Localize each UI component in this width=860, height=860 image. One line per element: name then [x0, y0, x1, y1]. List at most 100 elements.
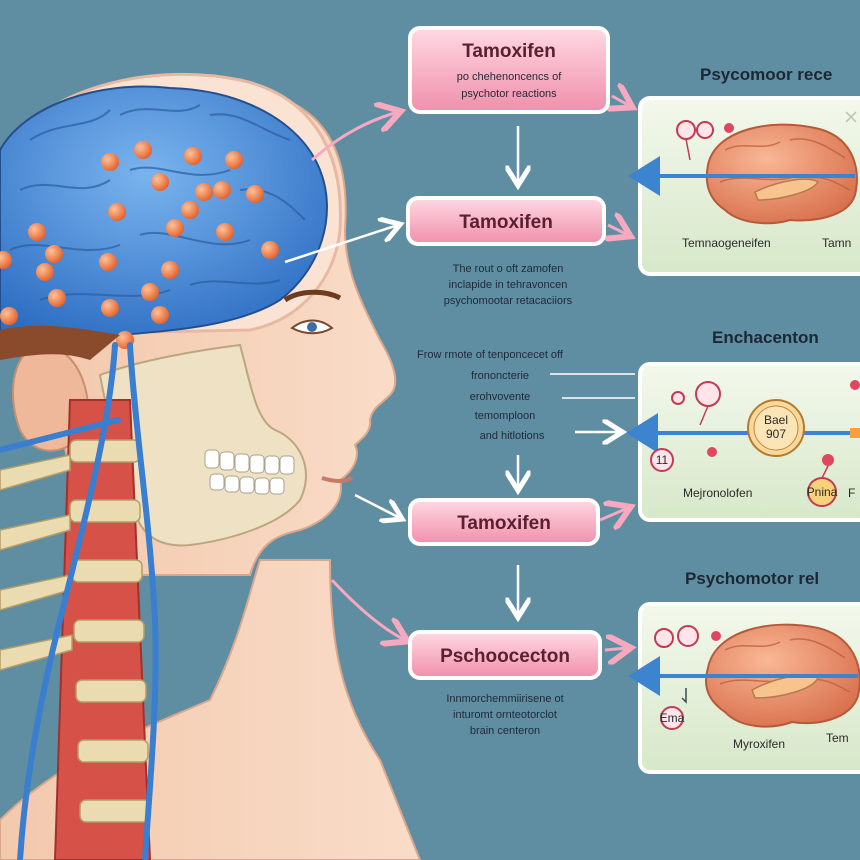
panel-3-lobe [751, 674, 819, 699]
flow-box-2-title: Tamoxifen [459, 212, 553, 233]
panel-3-right-label: Tem [826, 731, 849, 745]
receptor-dot [151, 173, 169, 191]
mouth [321, 476, 353, 483]
receptor-dot [45, 245, 63, 263]
connectors [284, 96, 635, 650]
brain-folds [9, 104, 306, 301]
head-illustration [0, 72, 422, 860]
receptor-dot [225, 151, 243, 169]
panel-1-right-label: Tamn [822, 236, 851, 250]
pupil [307, 322, 317, 332]
flow-box-3: Tamoxifen [408, 498, 600, 546]
flow-box-2-caption-line3: psychomootar retacaciiors [444, 295, 573, 307]
mid-caption-line5: and hitlotions [480, 430, 545, 442]
receptor-dot [134, 141, 152, 159]
receptor-dot [161, 261, 179, 279]
receptor-dot [246, 185, 264, 203]
receptor-dot [261, 241, 279, 259]
arrow-to-box3 [354, 493, 400, 518]
receptor-dot [36, 263, 54, 281]
receptor-dot [0, 251, 12, 269]
panel-2-node-label: 11 [656, 453, 669, 467]
panel-1-left-label: Temnaogeneifen [682, 236, 771, 250]
mid-caption-line4: temomploon [475, 410, 536, 422]
flow-box-1-subtitle-line1: po chehenoncencs of [457, 71, 563, 83]
receptor-dot [166, 219, 184, 237]
receptor-dots [0, 141, 279, 349]
flow-box-4-caption: Innmorchemmiirisene ot inturomt ornteoto… [446, 693, 563, 737]
panel-2-pill-label: Pnina [807, 485, 838, 499]
close-icon [845, 111, 857, 123]
receptor-dot [0, 307, 18, 325]
panel-3-node-label: Ema [660, 711, 685, 725]
receptor-dot [184, 147, 202, 165]
panel-2-node [707, 447, 717, 457]
panel-2-center-label-line2: 907 [766, 427, 786, 441]
receptor-dot [101, 299, 119, 317]
receptor-dot [108, 203, 126, 221]
flow-box-4-caption-line2: inturomt ornteotorclot [453, 709, 557, 721]
receptor-dot [141, 283, 159, 301]
arrow-box4-panel3 [604, 648, 628, 650]
arrow-box3-panel2 [599, 508, 628, 520]
spine [0, 399, 152, 860]
flow-box-1-subtitle-line2: psychotor reactions [461, 88, 557, 100]
arrow-box1-panel1 [612, 96, 630, 106]
panel-2-center-label-line1: Bael [764, 413, 788, 427]
flow-box-1: Tamoxifen po chehenoncencs of psychotor … [408, 26, 610, 114]
flow-box-4-caption-line3: brain centeron [470, 725, 540, 737]
panel-3-node [677, 625, 699, 647]
flow-box-2-caption-line2: inclapide in tehravoncen [449, 279, 568, 291]
panel-1-heading: Psycomoor rece [700, 65, 832, 84]
receptor-dot [151, 306, 169, 324]
flow-box-2-caption-line1: The rout o oft zamofen [453, 263, 564, 275]
panel-3-heading: Psychomotor rel [685, 569, 819, 588]
flow-box-1-title: Tamoxifen [462, 41, 556, 62]
flow-box-2: Tamoxifen [406, 196, 606, 246]
receptor-dot [195, 183, 213, 201]
panel-2-node [850, 380, 860, 390]
arrow-to-box2 [284, 225, 398, 264]
panel-1-lobe [754, 178, 820, 201]
mid-caption: Frow rmote of tenponcecet off frononcter… [417, 349, 564, 442]
flow-box-4: Pschoocecton [408, 630, 602, 680]
flow-box-4-title: Pschoocecton [440, 646, 570, 667]
arrow-to-box4 [330, 578, 405, 640]
panel-3-node [711, 631, 721, 641]
receptor-dot [101, 153, 119, 171]
panel-2-left-label: Mejronolofen [683, 486, 752, 500]
panel-1-node [696, 121, 714, 139]
mid-caption-line3: erohvovente [470, 391, 531, 403]
receptor-dot [181, 201, 199, 219]
panel-1-node [676, 120, 696, 140]
flow-box-2-caption: The rout o oft zamofen inclapide in tehr… [444, 263, 573, 307]
panel-3-left-label: Myroxifen [733, 737, 785, 751]
panel-3-node [660, 706, 684, 730]
panel-2-right-label: F [848, 486, 855, 500]
receptor-dot [216, 223, 234, 241]
receptor-dot [99, 253, 117, 271]
hair [0, 325, 120, 360]
teeth [204, 449, 295, 495]
arrow-to-box1 [311, 112, 398, 162]
panel-1-node [724, 123, 734, 133]
flow-box-3-title: Tamoxifen [457, 513, 551, 534]
flow-box-4-caption-line1: Innmorchemmiirisene ot [446, 693, 563, 705]
receptor-dot [48, 289, 66, 307]
panel-2-pill-node [807, 477, 837, 507]
receptor-dot [28, 223, 46, 241]
mid-caption-line1: Frow rmote of tenponcecet off [417, 349, 564, 361]
panel-3: Ema Myroxifen Tem [628, 602, 860, 774]
panel-2-node [695, 381, 721, 407]
eyebrow [283, 289, 342, 303]
panel-1: Temnaogeneifen Tamn [628, 96, 860, 276]
panel-2-node [822, 454, 834, 466]
nerve-pathways [0, 342, 159, 860]
panel-3-node [654, 628, 674, 648]
arrow-box2-panel1 [608, 225, 628, 235]
mid-caption-line2: frononcterie [471, 370, 529, 382]
panel-1-brain [705, 123, 858, 225]
panel-2-node [671, 391, 685, 405]
